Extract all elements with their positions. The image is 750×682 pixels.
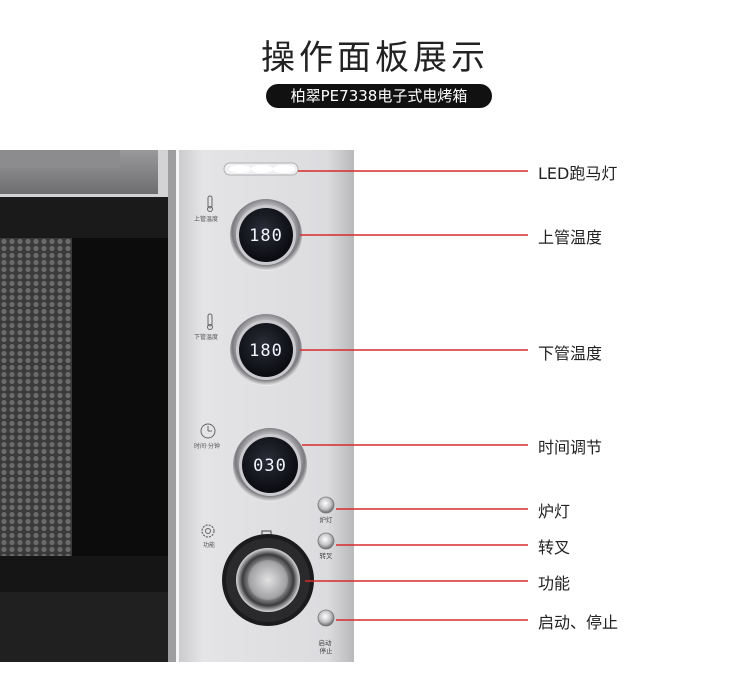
timer-knob[interactable]: 时间·分钟 030 [194, 423, 307, 502]
thermometer-icon [207, 195, 213, 212]
gear-icon [201, 524, 215, 538]
lamp-button[interactable]: 炉灯 [317, 496, 335, 524]
rotisserie-button-label: 转叉 [320, 551, 334, 560]
page-title: 操作面板展示 [261, 38, 489, 78]
lower-temp-panel-label: 下管温度 [194, 333, 218, 341]
lower-temp-display: 180 [249, 341, 283, 361]
start-stop-button-label: 启动 停止 [318, 638, 333, 655]
rotisserie-button[interactable]: 转叉 [317, 532, 335, 560]
upper-temp-knob[interactable]: 上管温度 180 [194, 195, 302, 271]
start-stop-button[interactable]: 启动 停止 [317, 609, 335, 655]
timer-display: 030 [253, 456, 287, 476]
thermometer-icon [207, 313, 213, 330]
callout-upper-temp: 上管温度 [538, 228, 603, 247]
callout-lower-temp: 下管温度 [538, 344, 603, 363]
product-name-badge: 柏翠PE7338电子式电烤箱 [266, 84, 492, 108]
oven-door [0, 150, 176, 662]
function-panel-label: 功能 [203, 541, 215, 549]
lower-temp-knob[interactable]: 下管温度 180 [194, 313, 302, 386]
upper-temp-panel-label: 上管温度 [194, 215, 218, 223]
callout-lamp: 炉灯 [538, 502, 571, 521]
led-marquee [223, 162, 299, 176]
callout-timer: 时间调节 [538, 438, 603, 457]
function-knob[interactable]: 功能 [201, 524, 314, 626]
callout-function: 功能 [538, 574, 571, 593]
callout-rotisserie: 转叉 [538, 538, 571, 557]
lamp-button-label: 炉灯 [320, 515, 334, 524]
timer-panel-label: 时间·分钟 [194, 442, 220, 450]
callout-led-marquee: LED跑马灯 [538, 164, 618, 183]
callout-start-stop: 启动、停止 [538, 613, 619, 632]
callout-lines [298, 170, 528, 621]
clock-icon [200, 423, 216, 439]
upper-temp-display: 180 [249, 226, 283, 246]
